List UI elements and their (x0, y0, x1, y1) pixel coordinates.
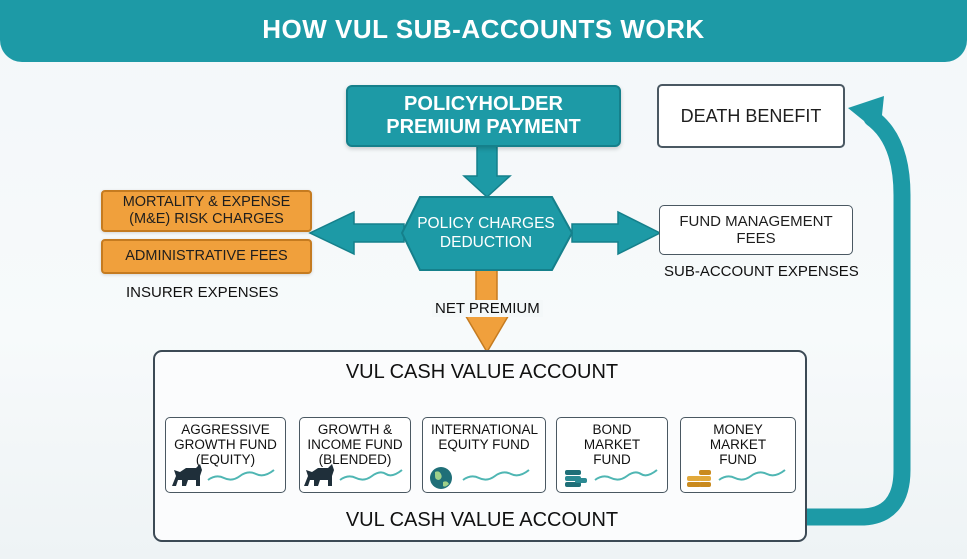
net-premium-label: NET PREMIUM (432, 300, 543, 317)
fund-graphics (430, 467, 530, 489)
policy-charges-hexagon (400, 196, 574, 271)
trend-wave (339, 469, 403, 481)
coins-icon (565, 470, 587, 487)
fund-card-international-equity: INTERNATIONAL EQUITY FUND (422, 417, 546, 493)
arrow-death-benefit-head (848, 96, 884, 134)
premium-payment-box: POLICYHOLDER PREMIUM PAYMENT (346, 85, 621, 147)
policy-charges-label: POLICY CHARGES DEDUCTION (417, 215, 555, 251)
premium-payment-label: POLICYHOLDER PREMIUM PAYMENT (386, 93, 581, 138)
fund-card-aggressive-growth: AGGRESSIVE GROWTH FUND (EQUITY) (165, 417, 286, 493)
arrow-charges-to-fund-fees (571, 210, 662, 256)
bull-icon (172, 464, 202, 486)
gold-coins-icon (687, 470, 711, 487)
death-benefit-box: DEATH BENEFIT (657, 84, 845, 148)
arrow-cash-value-to-death-benefit (659, 109, 911, 526)
globe-icon (430, 467, 452, 489)
fund-card-money-market: MONEY MARKET FUND (680, 417, 796, 493)
administrative-fees-box: ADMINISTRATIVE FEES (101, 239, 312, 274)
trend-wave (207, 469, 275, 481)
trend-wave (462, 469, 530, 481)
fund-label: MONEY MARKET FUND (709, 422, 767, 467)
fund-management-fees-box: FUND MANAGEMENT FEES (659, 205, 853, 255)
trend-wave (718, 469, 786, 481)
arrow-premium-to-charges (462, 145, 512, 199)
fund-graphics (565, 469, 658, 487)
cash-value-account-footer: VUL CASH VALUE ACCOUNT (345, 509, 619, 531)
administrative-fees-label: ADMINISTRATIVE FEES (125, 248, 288, 264)
insurer-expenses-caption: INSURER EXPENSES (126, 284, 279, 301)
fund-graphics (687, 469, 786, 487)
fund-card-growth-income: GROWTH & INCOME FUND (BLENDED) (299, 417, 411, 493)
fund-label: INTERNATIONAL EQUITY FUND (431, 422, 539, 452)
fund-graphics (304, 464, 403, 486)
fund-label: BOND MARKET FUND (583, 422, 641, 467)
fund-card-bond-market: BOND MARKET FUND (556, 417, 668, 493)
bull-icon (304, 464, 334, 486)
title-banner: HOW VUL SUB-ACCOUNTS WORK (0, 0, 967, 62)
sub-account-expenses-caption: SUB-ACCOUNT EXPENSES (664, 263, 859, 280)
trend-wave (594, 469, 658, 481)
death-benefit-label: DEATH BENEFIT (680, 105, 822, 126)
page-title: HOW VUL SUB-ACCOUNTS WORK (262, 14, 705, 44)
fund-management-fees-label: FUND MANAGEMENT FEES (679, 213, 833, 247)
fund-label: AGGRESSIVE GROWTH FUND (EQUITY) (174, 422, 277, 467)
arrow-charges-to-insurer (308, 210, 405, 256)
policy-charges-box: POLICY CHARGES DEDUCTION (410, 202, 562, 264)
mortality-expense-label: MORTALITY & EXPENSE (M&E) RISK CHARGES (122, 194, 291, 227)
fund-graphics (172, 464, 275, 486)
mortality-expense-box: MORTALITY & EXPENSE (M&E) RISK CHARGES (101, 190, 312, 232)
fund-label: GROWTH & INCOME FUND (BLENDED) (307, 422, 403, 467)
cash-value-account-title: VUL CASH VALUE ACCOUNT (345, 361, 619, 383)
